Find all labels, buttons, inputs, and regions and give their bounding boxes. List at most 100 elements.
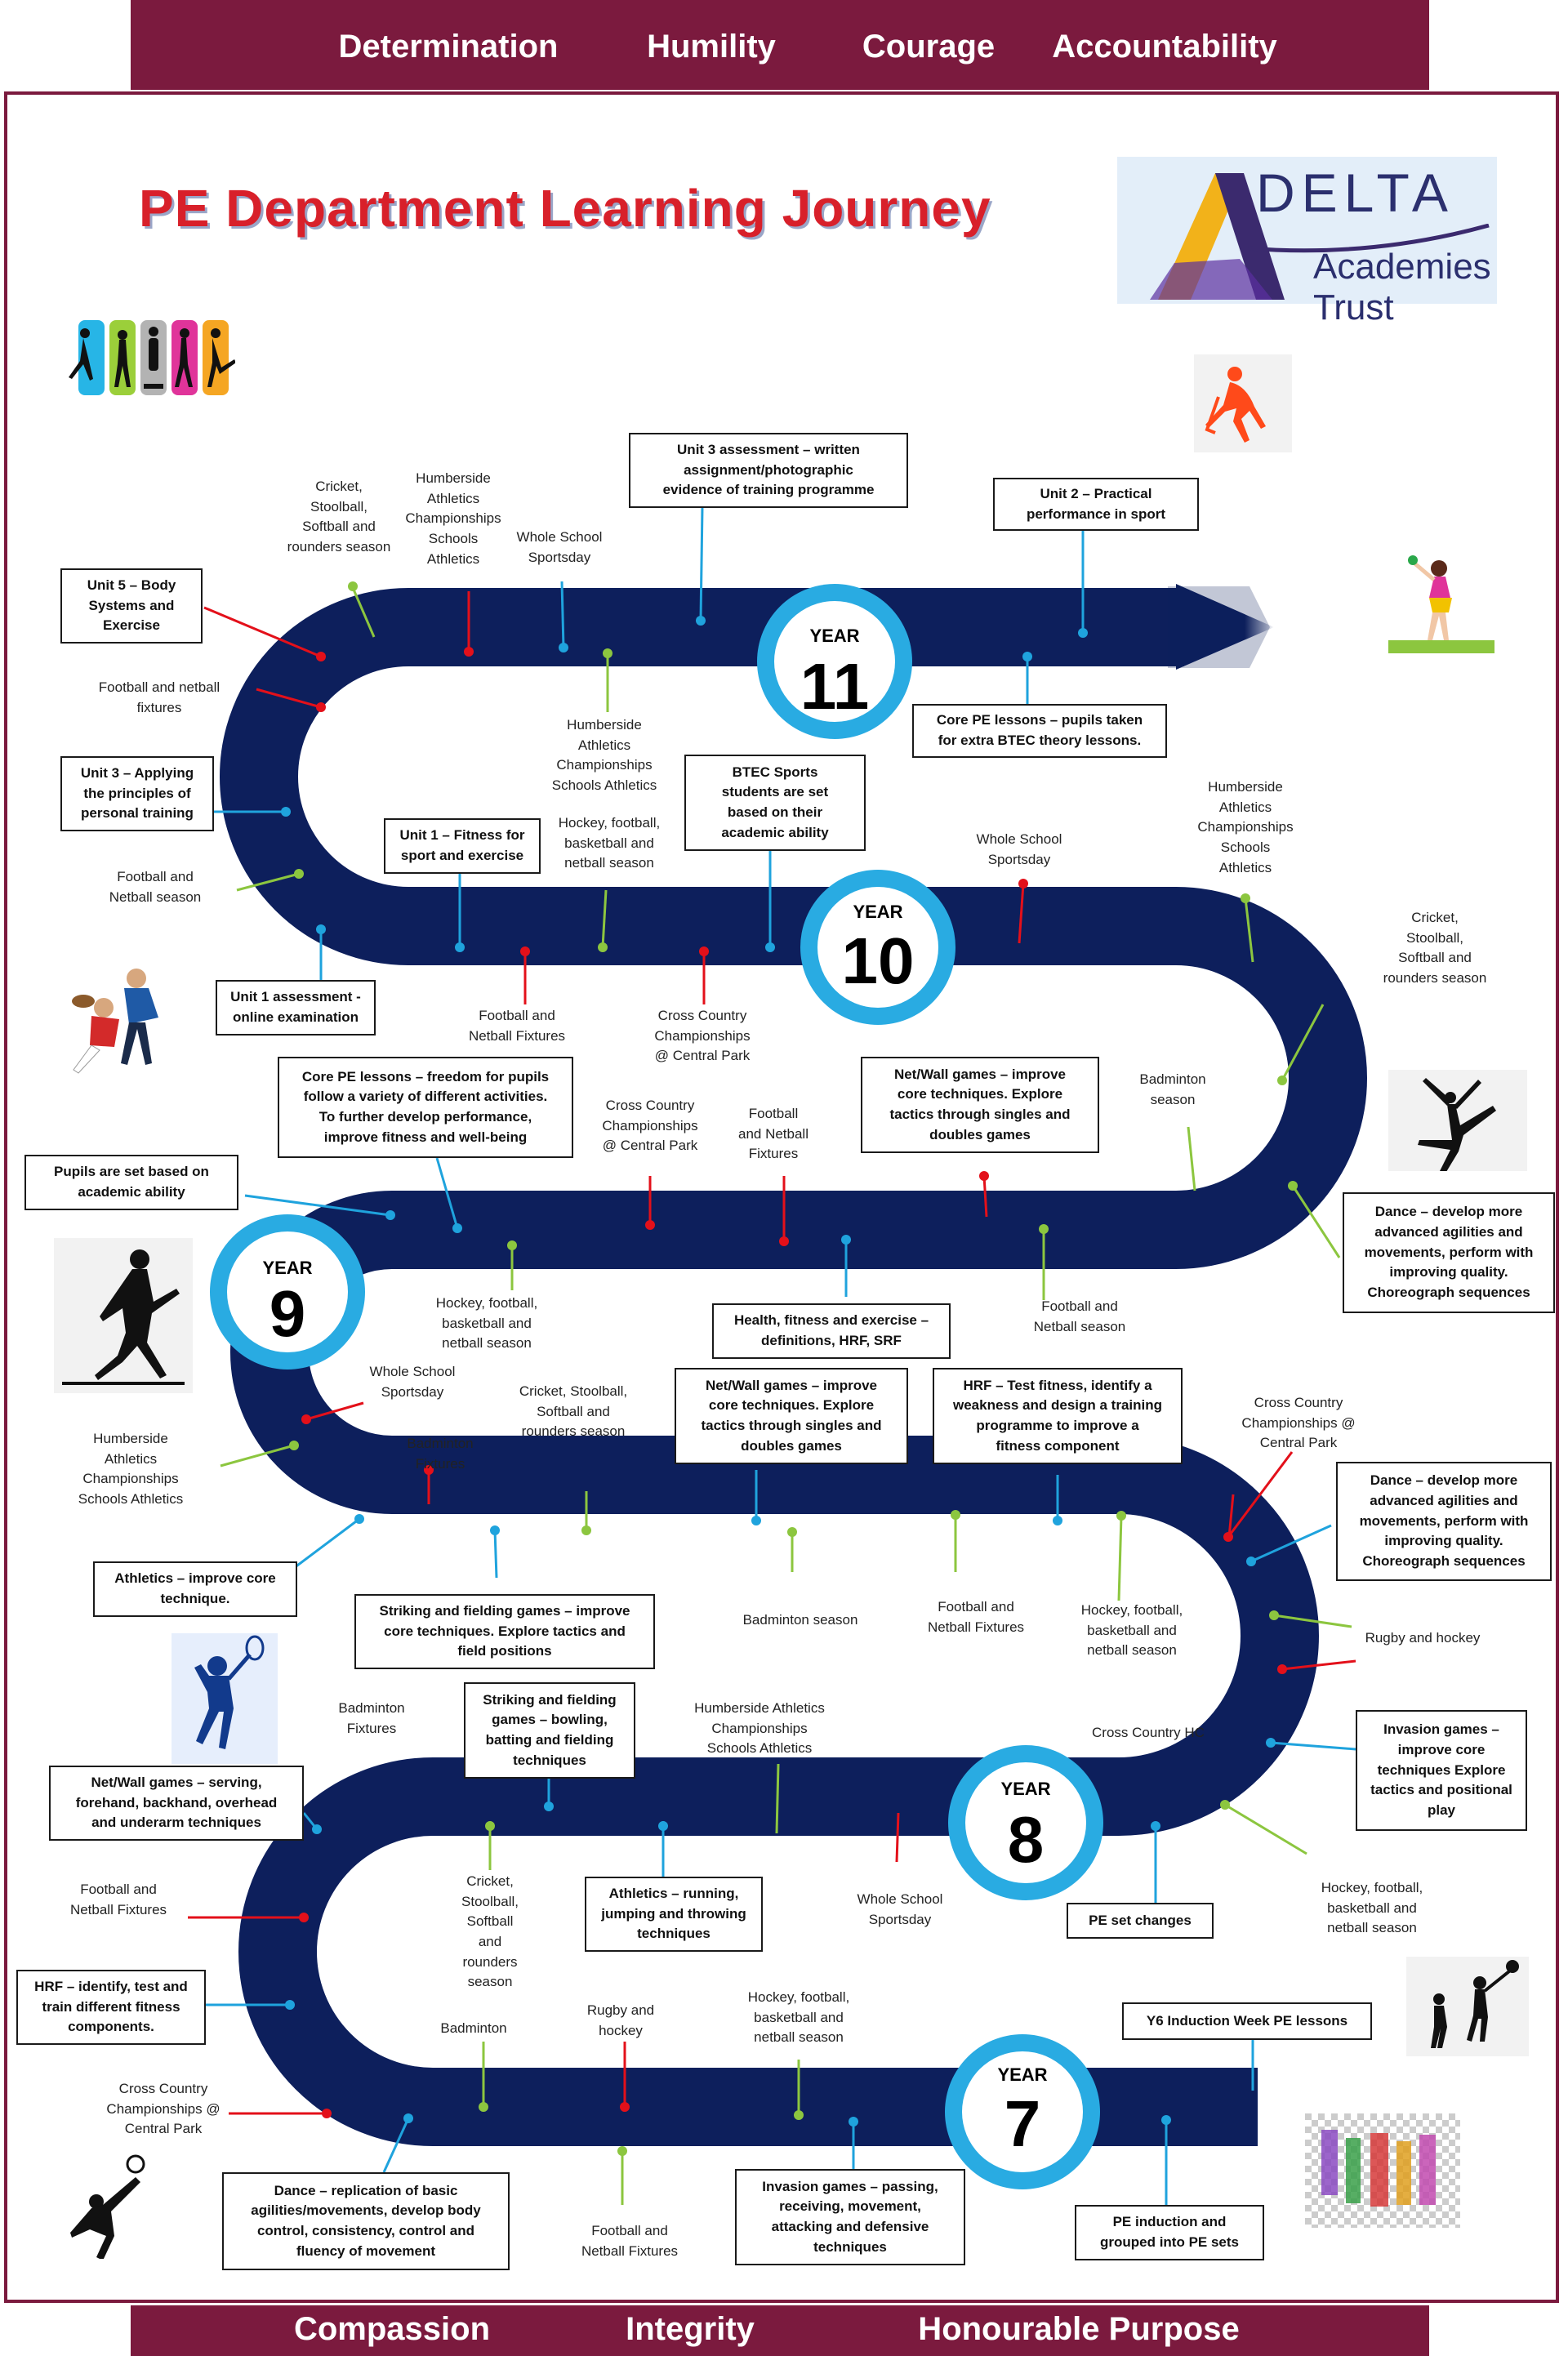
label-humberside-y11b: Humberside Athletics Championships Schoo… xyxy=(551,717,657,793)
top-values-bar xyxy=(131,0,1429,90)
label-humberside-y8: Humberside Athletics Championships Schoo… xyxy=(694,1700,825,1757)
label-rugby-hockey-y7: Rugby and hockey xyxy=(586,2002,655,2038)
label-humberside-y11a: Humberside Athletics Championships Schoo… xyxy=(405,470,501,567)
label-football-netball-fixtures-y10: Football and Netball Fixtures xyxy=(468,1008,566,1044)
year-7-number: 7 xyxy=(1004,2087,1041,2160)
year-7-label: YEAR xyxy=(997,2064,1047,2085)
year-7-circle: YEAR 7 xyxy=(945,2034,1100,2189)
box-net-wall-y8: Net/Wall games – serving, forehand, back… xyxy=(49,1766,304,1841)
path-year11 xyxy=(220,588,1184,965)
box-striking-fielding-y9: Striking and fielding games – improve co… xyxy=(354,1594,655,1669)
box-striking-fielding-y8: Striking and fielding games – bowling, b… xyxy=(464,1682,635,1779)
box-unit1-assessment: Unit 1 assessment - online examination xyxy=(216,980,376,1035)
year-11-number: 11 xyxy=(800,650,870,723)
label-hockey-y8b: Hockey, football, basketball and netball… xyxy=(1321,1880,1423,1936)
fitness-silhouettes-icon xyxy=(69,320,235,395)
logo-swoosh-icon xyxy=(1248,224,1490,253)
label-sportsday-y11: Whole School Sportsday xyxy=(516,529,603,565)
bottom-values-bar xyxy=(131,2305,1429,2356)
year-8-label: YEAR xyxy=(1000,1779,1050,1799)
label-football-netball-season-y10a: Football and Netball season xyxy=(109,869,202,905)
label-cross-country-y9: Cross Country Championships @ Central Pa… xyxy=(602,1098,698,1154)
delta-logo: DELTA Academies Trust xyxy=(1117,157,1497,327)
label-rugby-hockey-y8: Rugby and hockey xyxy=(1365,1630,1481,1646)
label-sportsday-y8: Whole School Sportsday xyxy=(857,1891,943,1927)
box-net-wall-y9: Net/Wall games – improve core techniques… xyxy=(675,1368,908,1464)
year-8-circle: YEAR 8 xyxy=(948,1745,1103,1900)
label-football-netball-season-y9: Football and Netball season xyxy=(1033,1298,1126,1334)
path-year8-curve xyxy=(433,1436,1319,1836)
page-frame xyxy=(4,91,1559,2303)
box-hrf-test: HRF – Test fitness, identify a weakness … xyxy=(933,1368,1183,1464)
label-football-fixtures-y9: Football and Netball Fixtures xyxy=(737,1106,808,1162)
label-humberside-y10: Humberside Athletics Championships Schoo… xyxy=(1197,779,1294,875)
box-btec-sets: BTEC Sports students are set based on th… xyxy=(684,755,866,851)
box-unit2-practical: Unit 2 – Practical performance in sport xyxy=(993,478,1199,531)
box-unit3-assessment: Unit 3 assessment – written assignment/p… xyxy=(629,433,908,508)
box-unit1-fitness: Unit 1 – Fitness for sport and exercise xyxy=(384,818,541,874)
running-crowd-icon xyxy=(1305,2113,1460,2228)
box-dance-y10: Dance – develop more advanced agilities … xyxy=(1343,1192,1555,1313)
value-compassion: Compassion xyxy=(293,2311,491,2347)
path-year7-year8 xyxy=(238,1757,1258,2146)
label-hockey-y8a: Hockey, football, basketball and netball… xyxy=(1080,1602,1183,1659)
year-8-number: 8 xyxy=(1008,1803,1045,1876)
label-football-netball-fixtures-y11: Football and netball fixtures xyxy=(98,679,220,715)
box-athletics-core: Athletics – improve core technique. xyxy=(93,1561,297,1617)
year-9-number: 9 xyxy=(270,1277,306,1350)
value-determination: Determination xyxy=(338,29,559,65)
label-sportsday-y10: Whole School Sportsday xyxy=(976,831,1062,867)
box-net-wall-y10: Net/Wall games – improve core techniques… xyxy=(861,1057,1099,1153)
box-unit5-body-systems: Unit 5 – Body Systems and Exercise xyxy=(60,568,203,644)
page-title: PE Department Learning Journey xyxy=(139,179,991,238)
label-cricket-y8: Cricket, Stoolball, Softball and rounder… xyxy=(461,1873,519,1990)
label-humberside-y9: Humberside Athletics Championships Schoo… xyxy=(78,1431,184,1507)
box-core-pe-freedom: Core PE lessons – freedom for pupils fol… xyxy=(278,1057,573,1158)
label-football-fixtures-y8: Football and Netball Fixtures xyxy=(927,1599,1025,1635)
box-pe-set-changes: PE set changes xyxy=(1067,1903,1214,1939)
label-cross-country-y8: Cross Country Championships @ Central Pa… xyxy=(1241,1395,1356,1451)
label-badminton-season-y10: Badminton season xyxy=(1139,1071,1206,1107)
sprinter-icon xyxy=(54,1238,193,1393)
label-sportsday-y9: Whole School Sportsday xyxy=(369,1364,456,1400)
value-honourable-purpose: Honourable Purpose xyxy=(918,2311,1240,2347)
box-invasion-y7: Invasion games – passing, receiving, mov… xyxy=(735,2169,965,2265)
label-cross-country-y7: Cross Country Championships @ Central Pa… xyxy=(106,2081,220,2137)
label-cross-country-hc: Cross Country HC xyxy=(1092,1725,1205,1740)
box-pe-induction: PE induction and grouped into PE sets xyxy=(1075,2205,1264,2260)
label-cricket-y10: Cricket, Stoolball, Softball and rounder… xyxy=(1383,910,1487,986)
box-pupils-set: Pupils are set based on academic ability xyxy=(24,1155,238,1210)
label-badminton-fixtures-y8: Badminton Fixtures xyxy=(338,1700,405,1736)
delta-logo-icon xyxy=(1150,173,1285,300)
label-football-fixtures-y7a: Football and Netball Fixtures xyxy=(69,1882,167,1917)
box-dance-y9: Dance – develop more advanced agilities … xyxy=(1336,1462,1552,1581)
label-hockey-y7: Hockey, football, basketball and netball… xyxy=(747,1989,850,2046)
rugby-players-icon xyxy=(72,969,158,1074)
football-kick-icon xyxy=(70,2154,145,2259)
label-badminton-y7: Badminton xyxy=(440,2020,507,2036)
year-10-label: YEAR xyxy=(853,902,902,922)
label-badminton-season-y8: Badminton season xyxy=(742,1612,858,1628)
netball-player-icon xyxy=(1388,555,1494,653)
hockey-player-icon xyxy=(1194,354,1292,452)
box-athletics-running: Athletics – running, jumping and throwin… xyxy=(585,1877,763,1952)
box-hrf-identify: HRF – identify, test and train different… xyxy=(16,1970,206,2045)
logo-subtitle: Academies Trust xyxy=(1313,247,1491,327)
box-unit3-applying: Unit 3 – Applying the principles of pers… xyxy=(60,756,214,831)
box-health-fitness: Health, fitness and exercise – definitio… xyxy=(712,1303,951,1359)
year-9-label: YEAR xyxy=(262,1258,312,1278)
netball-jump-icon xyxy=(1406,1957,1529,2056)
logo-name: DELTA xyxy=(1256,163,1454,223)
value-accountability: Accountability xyxy=(1052,29,1277,65)
year-10-circle: YEAR 10 xyxy=(800,870,956,1025)
box-dance-y7: Dance – replication of basic agilities/m… xyxy=(222,2172,510,2270)
box-invasion-y8: Invasion games – improve core techniques… xyxy=(1356,1710,1527,1831)
year-10-number: 10 xyxy=(842,924,915,997)
path-arrow-head xyxy=(1176,584,1274,670)
year-9-circle: YEAR 9 xyxy=(210,1214,365,1370)
dancer-leaping-icon xyxy=(1388,1070,1527,1171)
box-core-pe-btec: Core PE lessons – pupils taken for extra… xyxy=(912,704,1167,758)
label-cricket-y9: Cricket, Stoolball, Softball and rounder… xyxy=(519,1383,628,1440)
